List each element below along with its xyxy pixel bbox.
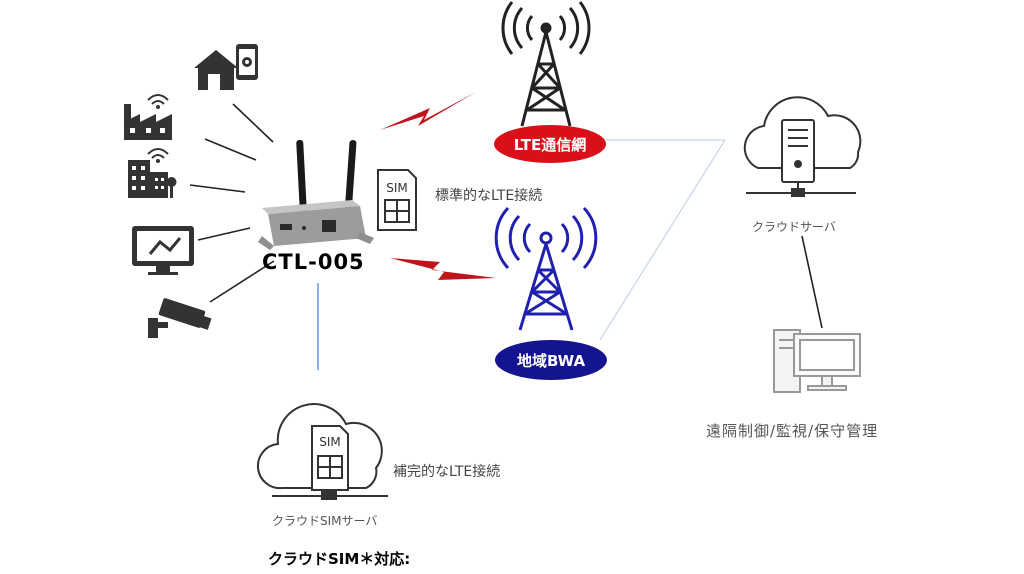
monitor-icon (132, 226, 194, 275)
lightning-bolt-upper (380, 92, 476, 130)
sim-card-icon: SIM (377, 169, 417, 231)
router-device (258, 139, 374, 250)
svg-text:SIM: SIM (319, 435, 341, 449)
lightning-bolt-lower (390, 258, 496, 280)
cloud-server-icon (743, 96, 862, 197)
bwa-network-badge: 地域BWA (495, 340, 607, 380)
smart-home-icon (194, 44, 258, 90)
endpoint-connectors (189, 103, 275, 303)
complementary-connection-label: 補完的なLTE接続 (393, 464, 501, 480)
cloud-sim-server-label: クラウドSIMサーバ (272, 514, 378, 528)
remote-management-label: 遠隔制御/監視/保守管理 (706, 422, 879, 440)
standard-connection-label: 標準的なLTE接続 (435, 188, 543, 204)
svg-text:SIM: SIM (386, 181, 408, 195)
server-pc-link (801, 235, 823, 329)
bwa-tower-icon (494, 206, 598, 331)
pc-icon (773, 329, 861, 393)
device-name: CTL-005 (262, 250, 365, 274)
cloud-server-label: クラウドサーバ (752, 220, 836, 234)
factory-icon (124, 94, 172, 140)
lte-network-badge: LTE通信網 (494, 125, 606, 163)
cloud-sim-server-icon: SIM (256, 403, 388, 500)
lte-tower-icon (501, 1, 591, 127)
camera-icon (148, 298, 212, 338)
footer-caption: クラウドSIM＊対応: (268, 550, 411, 568)
cloud-links (599, 139, 726, 341)
building-icon (128, 148, 177, 198)
